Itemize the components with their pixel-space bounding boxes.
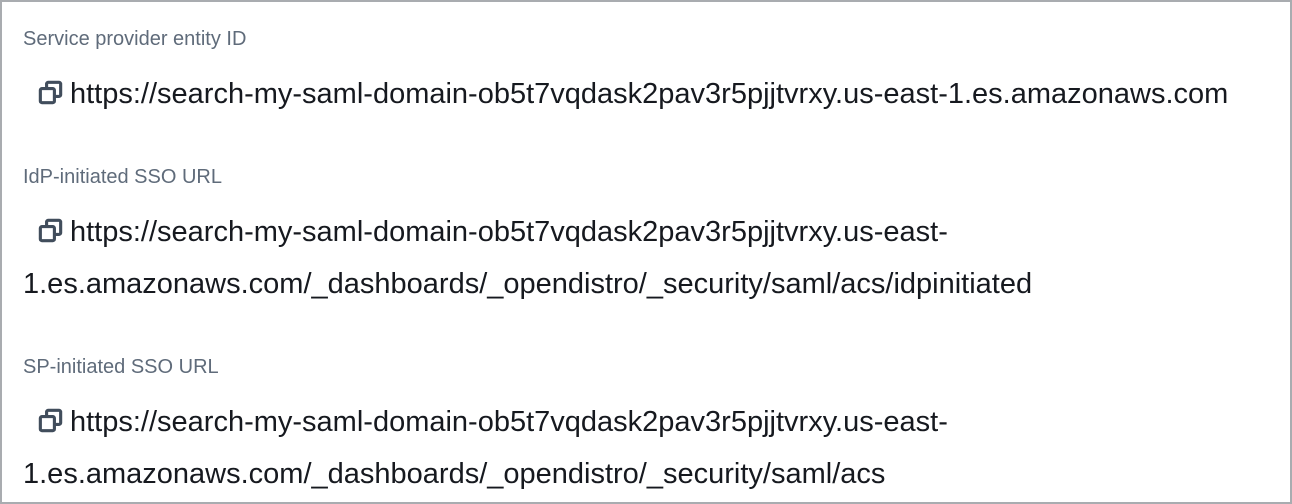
sp-initiated-sso-url-row: https://search-my-saml-domain-ob5t7vqdas… (23, 396, 1269, 500)
sp-sso-url-value: https://search-my-saml-domain-ob5t7vqdas… (23, 406, 948, 490)
copy-icon (38, 408, 63, 434)
field-service-provider-entity-id: Service provider entity ID https://searc… (23, 26, 1269, 120)
copy-entity-id-button[interactable] (38, 80, 63, 106)
service-provider-entity-id-label: Service provider entity ID (23, 28, 247, 50)
sp-initiated-sso-url-label: SP-initiated SSO URL (23, 356, 219, 378)
idp-sso-url-value: https://search-my-saml-domain-ob5t7vqdas… (23, 216, 1033, 300)
copy-icon (38, 218, 63, 244)
copy-idp-sso-url-button[interactable] (38, 218, 63, 244)
field-idp-initiated-sso-url: IdP-initiated SSO URL https://search-my-… (23, 164, 1269, 310)
idp-initiated-sso-url-row: https://search-my-saml-domain-ob5t7vqdas… (23, 206, 1269, 310)
idp-initiated-sso-url-label: IdP-initiated SSO URL (23, 166, 222, 188)
entity-id-value: https://search-my-saml-domain-ob5t7vqdas… (70, 78, 1229, 110)
field-sp-initiated-sso-url: SP-initiated SSO URL https://search-my-s… (23, 354, 1269, 500)
service-provider-entity-id-row: https://search-my-saml-domain-ob5t7vqdas… (23, 68, 1269, 120)
copy-sp-sso-url-button[interactable] (38, 408, 63, 434)
copy-icon (38, 80, 63, 106)
